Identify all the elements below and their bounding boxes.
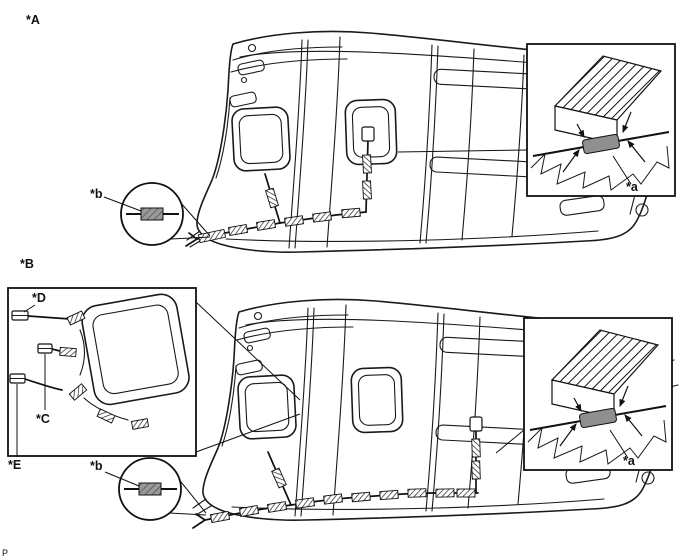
harness-clamp [471, 460, 481, 480]
harness-clamp [341, 207, 361, 219]
harness-clamp [435, 488, 455, 498]
view-b-inset: *a [495, 318, 672, 470]
view-a-tape-label: *b [90, 187, 103, 201]
harness-clamp [130, 418, 150, 430]
harness-clamp [323, 493, 343, 505]
connector-d: *D [11, 291, 46, 321]
harness-clamp [407, 488, 427, 498]
connector-c-label: *C [36, 412, 50, 426]
connector-d-label: *D [32, 291, 46, 305]
harness-clamp [295, 497, 315, 509]
roof-connector [469, 416, 483, 432]
connector-e: *E [8, 373, 26, 472]
harness-clamp [456, 488, 476, 498]
view-b: *D *C *E *b *a [7, 257, 679, 529]
view-b-label: *B [20, 257, 34, 271]
connector-c: *C [36, 343, 53, 426]
harness-clamp [227, 223, 249, 237]
view-a-inset: *a [397, 44, 675, 196]
view-a-detail-circle: *b [90, 182, 211, 246]
view-a-inset-label: *a [626, 180, 639, 194]
harness-clamp [209, 510, 231, 524]
harness-clamp [471, 438, 481, 458]
harness-clamp [68, 383, 88, 401]
view-a-harness [185, 126, 375, 247]
detail-sunroof-opening [81, 293, 190, 406]
connector-e-label: *E [8, 458, 21, 472]
harness-clamp [271, 467, 287, 489]
harness-clamp [351, 491, 371, 503]
harness-clamp [362, 180, 372, 200]
harness-clamp [284, 215, 304, 227]
harness-clamp [266, 501, 288, 513]
view-a: *b *a *A [26, 13, 675, 253]
harness-clamp [96, 408, 116, 424]
roof-connector [361, 126, 375, 142]
harness-clamp [238, 504, 260, 518]
harness-clamp [379, 489, 399, 501]
harness-clamp [255, 219, 277, 231]
view-b-connector-detail-box: *D *C *E [7, 287, 301, 472]
page-code: P [2, 548, 8, 558]
view-b-harness [192, 416, 483, 529]
harness-clamp [59, 346, 77, 358]
harness-clamp [197, 228, 227, 244]
view-b-tape-label: *b [90, 459, 103, 473]
harness-clamp [66, 310, 86, 326]
view-b-detail-circle: *b [90, 457, 207, 521]
harness-clamp [312, 211, 332, 223]
view-b-inset-label: *a [623, 454, 636, 468]
harness-clamp [264, 187, 280, 209]
harness-clamp [362, 154, 372, 174]
view-a-label: *A [26, 13, 40, 27]
